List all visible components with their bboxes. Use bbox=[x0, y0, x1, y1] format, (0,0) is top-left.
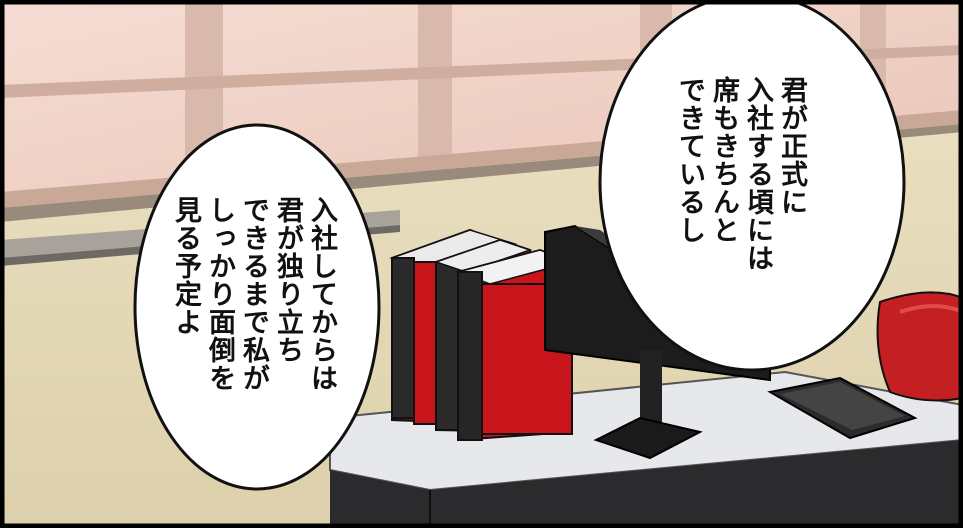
speech-text-left: 入社してからは 君が独り立ち できるまで私が しっかり面倒を 見る予定よ bbox=[170, 196, 337, 392]
office-chair bbox=[876, 291, 963, 402]
books bbox=[389, 228, 575, 442]
speech-bubble-left bbox=[133, 123, 381, 491]
speech-text-right: 君が正式に 入社する頃には 席もきちんと できているし bbox=[674, 76, 807, 272]
keyboard bbox=[767, 376, 918, 440]
speech-bubble-right bbox=[598, 0, 906, 372]
